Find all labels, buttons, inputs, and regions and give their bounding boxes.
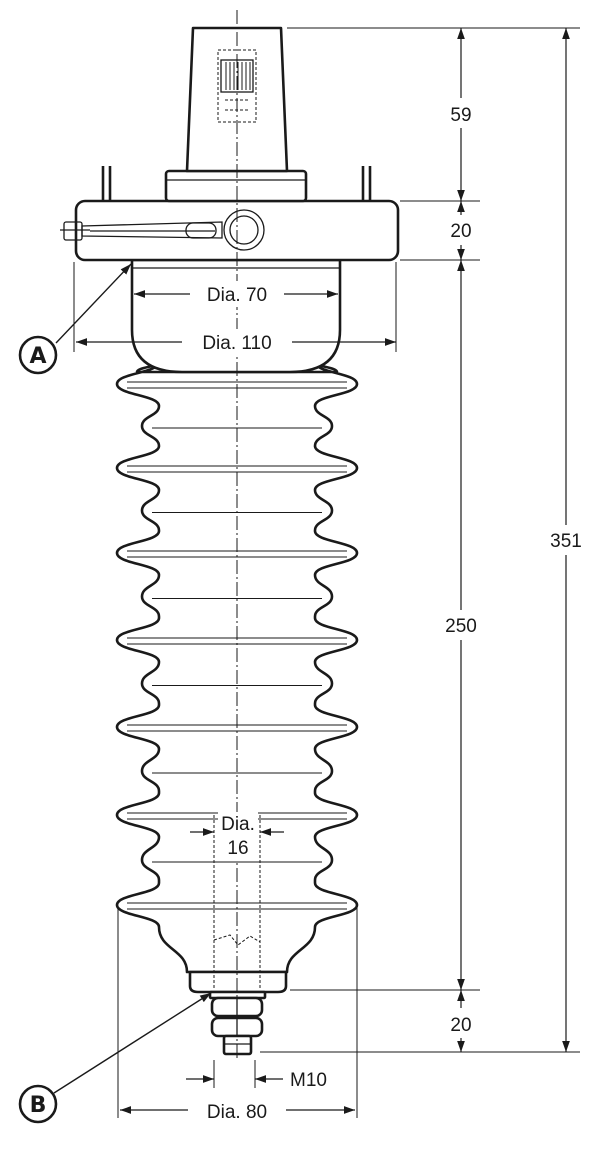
- dimension-terminal-height: 20: [450, 1015, 471, 1036]
- callout-b: B: [18, 992, 212, 1124]
- dimension-dia-70: Dia. 70: [207, 285, 267, 306]
- dimension-flange-height: 20: [450, 221, 471, 242]
- dimension-dia-110: Dia. 110: [202, 333, 271, 354]
- disconnector-bracket: [60, 209, 265, 251]
- extension-lines: [73, 27, 580, 1118]
- callout-b-label: B: [30, 1093, 47, 1118]
- internal-rod-hidden: [213, 815, 261, 990]
- mounting-base: [130, 258, 342, 374]
- dimension-dia-16-label: Dia.: [221, 814, 255, 835]
- dimension-dia-80: Dia. 80: [207, 1102, 267, 1123]
- callout-a-label: A: [29, 344, 46, 369]
- dimension-thread-m10: M10: [290, 1070, 327, 1091]
- dimension-body-height: 250: [445, 616, 477, 637]
- dimension-overall-height: 351: [550, 531, 582, 552]
- dimension-top-height: 59: [450, 105, 471, 126]
- bottom-terminal: [188, 970, 288, 1056]
- dimension-dia-16-value: 16: [227, 838, 248, 859]
- callout-a: A: [18, 263, 132, 375]
